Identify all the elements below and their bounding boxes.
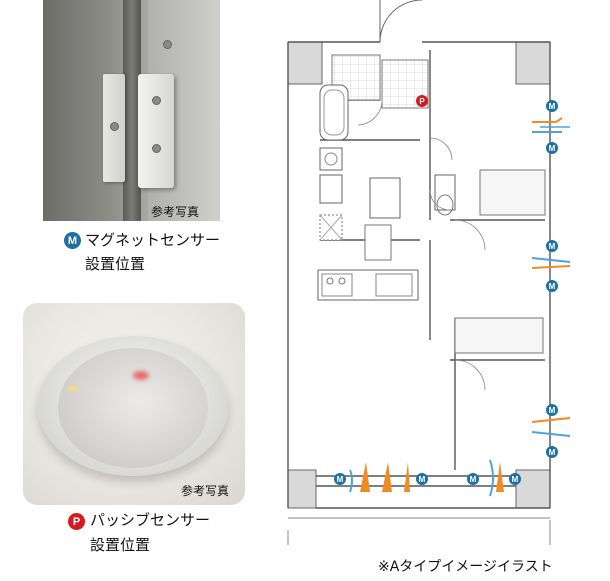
red-led-icon — [133, 371, 149, 380]
magnet-sensor-photo: 参考写真 — [43, 0, 220, 221]
floor-plan: M — [287, 0, 571, 545]
passive-label-line1: パッシブセンサー — [90, 511, 211, 529]
screw-icon — [110, 122, 119, 131]
sensor-unit — [138, 74, 174, 188]
screw-icon — [152, 144, 161, 153]
yellow-led-icon — [68, 385, 78, 392]
magnet-label-line2: 設置位置 — [85, 255, 146, 273]
passive-sensor-photo: 参考写真 — [23, 303, 245, 505]
footer-note: ※Aタイプイメージイラスト — [378, 559, 553, 575]
screw-icon — [152, 96, 161, 105]
sensor-dome — [58, 348, 208, 468]
passive-label-line2: 設置位置 — [90, 536, 151, 554]
door-frame — [123, 0, 141, 221]
svg-text:P: P — [419, 97, 425, 106]
magnet-unit — [103, 74, 125, 182]
magnet-label-line1: マグネットセンサー — [85, 231, 221, 249]
passive-badge-icon: P — [68, 513, 85, 530]
screw-icon — [163, 40, 172, 49]
photo-caption: 参考写真 — [151, 205, 200, 219]
magnet-badge-icon: M — [64, 232, 81, 249]
photo-caption: 参考写真 — [181, 484, 230, 498]
